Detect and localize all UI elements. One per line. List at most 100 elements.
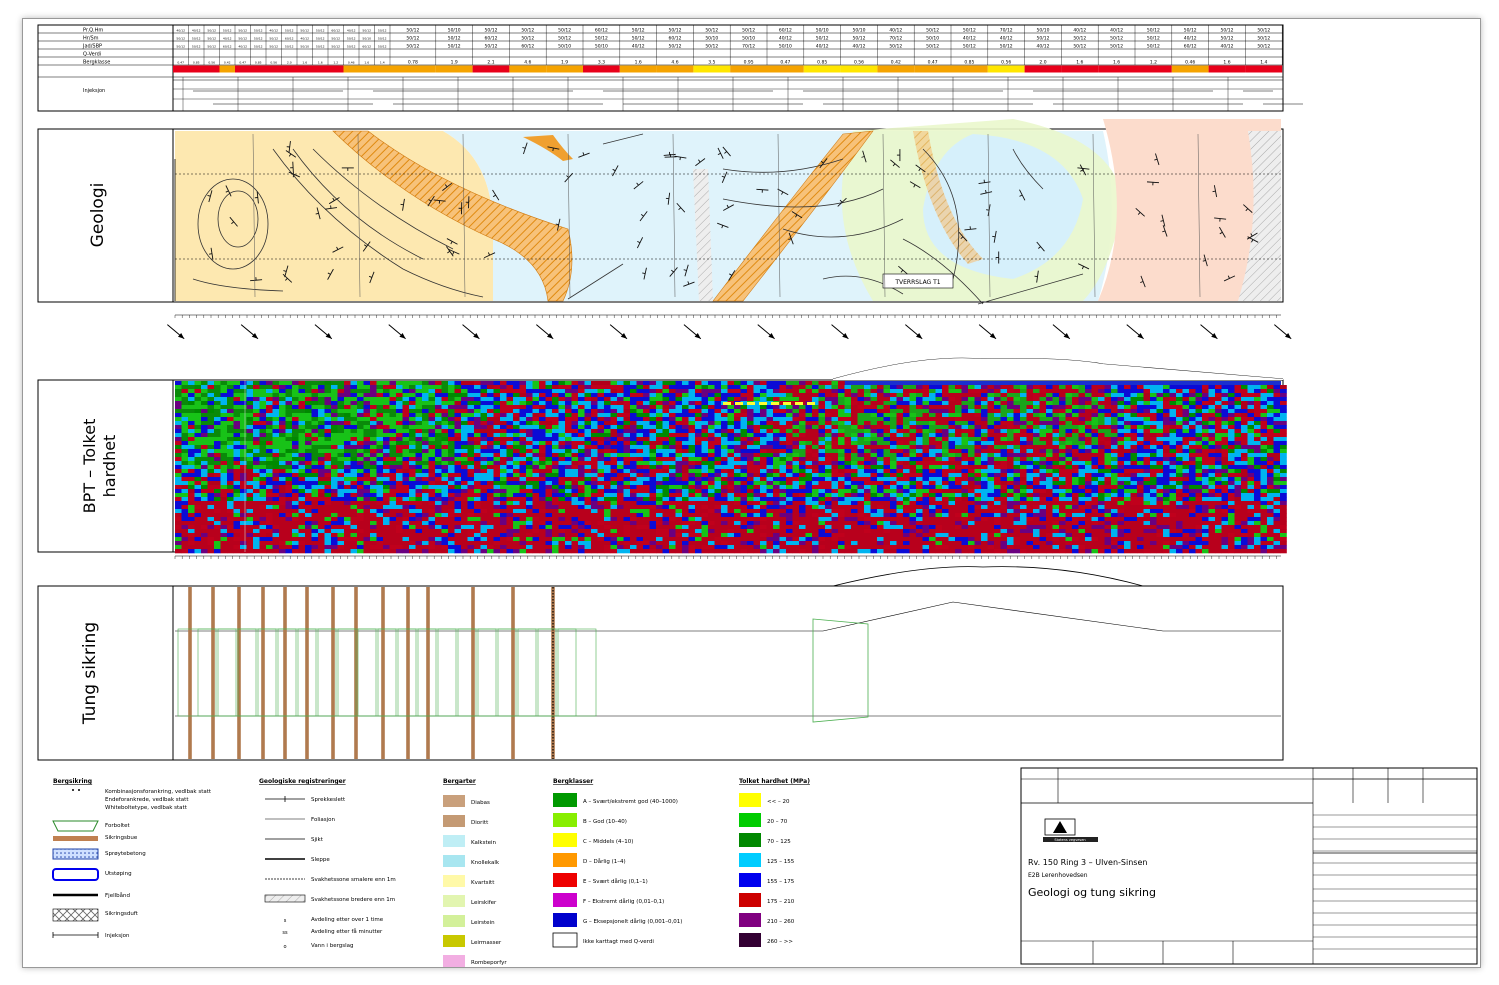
legend-title: Bergklasser: [553, 778, 593, 785]
table-cell-value: 0.47: [239, 61, 246, 65]
table-cell-value: 40/12: [176, 29, 185, 33]
legend-item-label: Knollekalk: [471, 860, 500, 866]
legend-item-label: Avdeling etter over 1 time: [311, 917, 384, 923]
rock-bolt-band: [551, 587, 555, 759]
table-cell-value: 60/12: [485, 36, 498, 42]
bpt-title-line2: hardhet: [100, 435, 119, 498]
support-frame: [517, 628, 557, 717]
strike-dip-symbol: [896, 149, 901, 162]
support-frame: [397, 628, 437, 717]
bergklasse-cell: [914, 65, 951, 73]
bergklasse-cell: [1061, 65, 1099, 73]
table-cell-value: 0.85: [817, 60, 827, 66]
table-cell-value: 0.42: [224, 61, 231, 65]
legend-item-label: Kombinasjonsforankring, vedlbak statt: [105, 789, 212, 795]
strike-dip-symbol: [788, 232, 794, 245]
support-frame: [217, 628, 257, 717]
strike-dip-symbol: [1146, 181, 1160, 186]
legend-item-label: Leirstein: [471, 920, 495, 926]
bergklasse-cell: [472, 65, 510, 73]
table-cell-value: 50/12: [176, 45, 185, 49]
support-frame: [237, 628, 277, 717]
table-cell-value: 50/12: [254, 29, 263, 33]
weakness-zone-3: [913, 131, 983, 264]
support-frame: [417, 628, 457, 717]
strike-dip-symbol: [446, 238, 458, 245]
strike-dip-symbol: [1078, 263, 1090, 270]
table-row-label: Pr.Q.Hm: [83, 28, 103, 34]
legend-item-label: Endeforankrede, vedlbak statt: [105, 797, 189, 803]
table-cell-value: 50/12: [362, 29, 371, 33]
legend-swatch: [739, 793, 761, 807]
table-cell-value: 1.2: [333, 61, 338, 65]
weakness-zone-2: [712, 130, 874, 302]
table-cell-value: 0.85: [255, 61, 262, 65]
table-cell-value: 50/10: [705, 36, 718, 42]
bergklasse-cell: [250, 65, 266, 73]
strike-dip-symbol: [964, 226, 977, 231]
bergklasse-row: [173, 65, 1283, 73]
bergklasse-cell: [877, 65, 915, 73]
table-cell-value: 1.6: [318, 61, 323, 65]
table-cell-value: 50/12: [1257, 28, 1270, 34]
support-frame: [337, 628, 377, 717]
bergklasse-cell: [173, 65, 189, 73]
legend-symbol: [72, 789, 74, 791]
legend-item-label: 70 – 125: [767, 839, 791, 845]
table-cell-value: 1.4: [1260, 60, 1267, 66]
legend-item-label: Leirmasser: [471, 940, 502, 946]
strike-dip-symbol: [995, 251, 1000, 264]
legend-item-label: Sleppe: [311, 857, 330, 863]
tverrslag-label: TVERRSLAG T1: [894, 279, 940, 286]
title-block: Statens vegvesen Rv. 150 Ring 3 – Ulven-…: [1020, 767, 1478, 965]
tung-sikring-panel: Tung sikring: [37, 566, 1284, 761]
table-cell-value: 0.46: [348, 61, 355, 65]
legend-symbol: o: [283, 944, 286, 950]
legend-swatch: [443, 835, 465, 847]
table-cell-value: 50/12: [595, 36, 608, 42]
table-cell-value: 0.42: [891, 60, 901, 66]
bpt-hardness-raster: [175, 358, 1287, 554]
legend-item-label: G – Eksepsjonelt dårlig (0,001–0,01): [583, 918, 682, 925]
orientation-arrows: [167, 324, 1292, 340]
strike-dip-symbol: [1246, 232, 1258, 240]
orientation-arrow: [388, 324, 406, 340]
table-cell-value: 50/12: [669, 44, 682, 50]
table-cell-value: 50/12: [254, 37, 263, 41]
bergklasse-cell: [1024, 65, 1062, 73]
table-cell-value: 50/12: [1147, 44, 1160, 50]
table-cell-value: 50/12: [378, 29, 387, 33]
table-cell-value: 50/12: [521, 36, 534, 42]
bpt-panel: BPT – Tolket hardhet: [37, 357, 1287, 554]
table-cell-value: 50/12: [254, 45, 263, 49]
terrain-mask: [833, 358, 1283, 380]
strike-dip-symbol: [208, 247, 214, 260]
legend-item-label: Sikringsbue: [105, 835, 138, 841]
geo-area-pink: [1098, 119, 1281, 301]
strike-dip-symbol: [676, 202, 686, 213]
strike-dip-symbol: [286, 140, 291, 154]
strike-dip-symbol: [992, 230, 997, 243]
table-cell-value: 50/10: [595, 44, 608, 50]
strike-dip-symbol: [669, 267, 678, 277]
strike-dip-symbol: [980, 189, 993, 195]
table-cell-value: 1.9: [451, 60, 458, 66]
company-name: Statens vegvesen: [1054, 838, 1085, 842]
table-cell-value: 40/12: [1221, 44, 1234, 50]
orientation-arrow: [757, 324, 775, 340]
strike-dip-symbol: [332, 246, 344, 253]
strike-dip-symbol: [427, 195, 435, 207]
strike-dip-symbol: [721, 171, 728, 183]
strike-dip-symbol: [728, 270, 736, 281]
tung-sikring-title: Tung sikring: [80, 622, 100, 725]
strike-dip-symbol: [756, 188, 769, 193]
table-cell-value: 50/10: [558, 44, 571, 50]
tunnel-roof-line: [175, 601, 1281, 632]
legend-item-label: Svakhetssone smalere enn 1m: [311, 877, 396, 883]
legend-symbol: [53, 836, 98, 841]
table-cell-value: 50/12: [406, 28, 419, 34]
legend-swatch: [739, 833, 761, 847]
table-cell-value: 50/12: [285, 29, 294, 33]
legend-swatch: [553, 893, 577, 907]
